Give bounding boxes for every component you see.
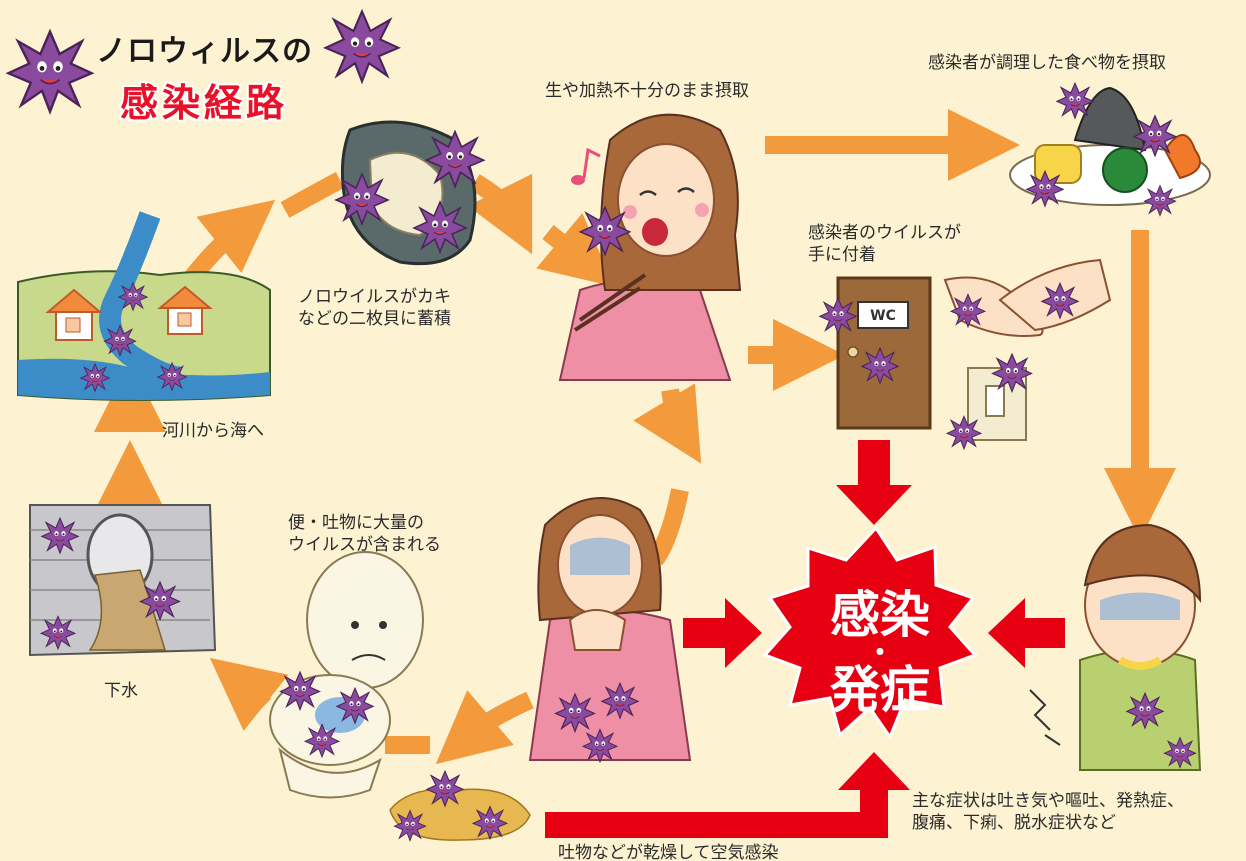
red-arrow-from-woman [683, 598, 762, 668]
label-hands: 感染者のウイルスが 手に付着 [808, 222, 961, 266]
label-symptoms-line-1: 主な症状は吐き気や嘔吐、発熱症、 [912, 791, 1184, 811]
label-stool-line-2: ウイルスが含まれる [288, 535, 441, 556]
title-line-2: 感染経路 [120, 81, 289, 125]
red-arrows [545, 440, 1065, 838]
food-plate [1009, 82, 1211, 217]
eating-woman [558, 113, 742, 381]
title-line-1: ノロウィルスの [96, 34, 313, 69]
sewer [29, 504, 217, 657]
arrow-oyster-to-person [467, 173, 533, 255]
arrow-toilet-to-sewer [209, 657, 289, 731]
handshake [943, 258, 1112, 337]
light-switch [946, 353, 1033, 450]
arrow-person-down [633, 383, 702, 464]
red-arrow-from-boy [988, 598, 1065, 668]
vomit-puddle [389, 770, 531, 842]
label-stool-line-1: 便・吐物に大量の [288, 513, 424, 533]
label-oyster-line-1: ノロウイルスがカキ [298, 287, 451, 307]
center-line-1: 感染 [830, 586, 930, 644]
river-scene [17, 211, 271, 401]
label-airborne: 吐物などが乾燥して空気感染 [558, 843, 779, 861]
label-oyster: ノロウイルスがカキ などの二枚貝に蓄積 [298, 286, 451, 330]
toilet [269, 551, 424, 799]
label-hands-line-1: 感染者のウイルスが [808, 223, 961, 243]
oyster [335, 120, 485, 266]
center-dot: ・ [865, 636, 894, 669]
label-oyster-line-2: などの二枚貝に蓄積 [298, 309, 451, 330]
label-hands-line-2: 手に付着 [808, 245, 876, 266]
title-virus-right [324, 10, 400, 83]
label-symptoms-line-2: 腹痛、下痢、脱水症状など [912, 813, 1116, 834]
label-river: 河川から海へ [162, 421, 264, 441]
arrow-sick-bar [647, 488, 689, 566]
infection-burst [762, 525, 978, 741]
arrow-oyster-to-mouth [536, 213, 615, 287]
label-raw-eat: 生や加熱不十分のまま摂取 [545, 81, 749, 101]
label-symptoms: 主な症状は吐き気や嘔吐、発熱症、 腹痛、下痢、脱水症状など [912, 790, 1184, 834]
red-arrow-airborne [545, 752, 910, 838]
arrow-oyster-top [280, 171, 345, 218]
red-arrow-down [836, 440, 912, 525]
house-left [45, 288, 103, 341]
house-right [157, 285, 213, 335]
sick-woman [528, 497, 692, 763]
sick-boy [1029, 523, 1202, 771]
wc-sign: WC [870, 308, 896, 324]
label-cook-food: 感染者が調理した食べ物を摂取 [928, 53, 1166, 73]
arrow-sick-woman-to-toilet [435, 690, 534, 765]
title-virus-left [7, 30, 93, 113]
center-line-2: 発症 [830, 661, 930, 720]
center-infection-text: 感染 ・ 発症 [790, 590, 970, 715]
music-note-icon [571, 147, 601, 185]
label-sewer: 下水 [104, 681, 138, 701]
label-stool: 便・吐物に大量の ウイルスが含まれる [288, 512, 441, 556]
toilet-door [819, 276, 932, 430]
